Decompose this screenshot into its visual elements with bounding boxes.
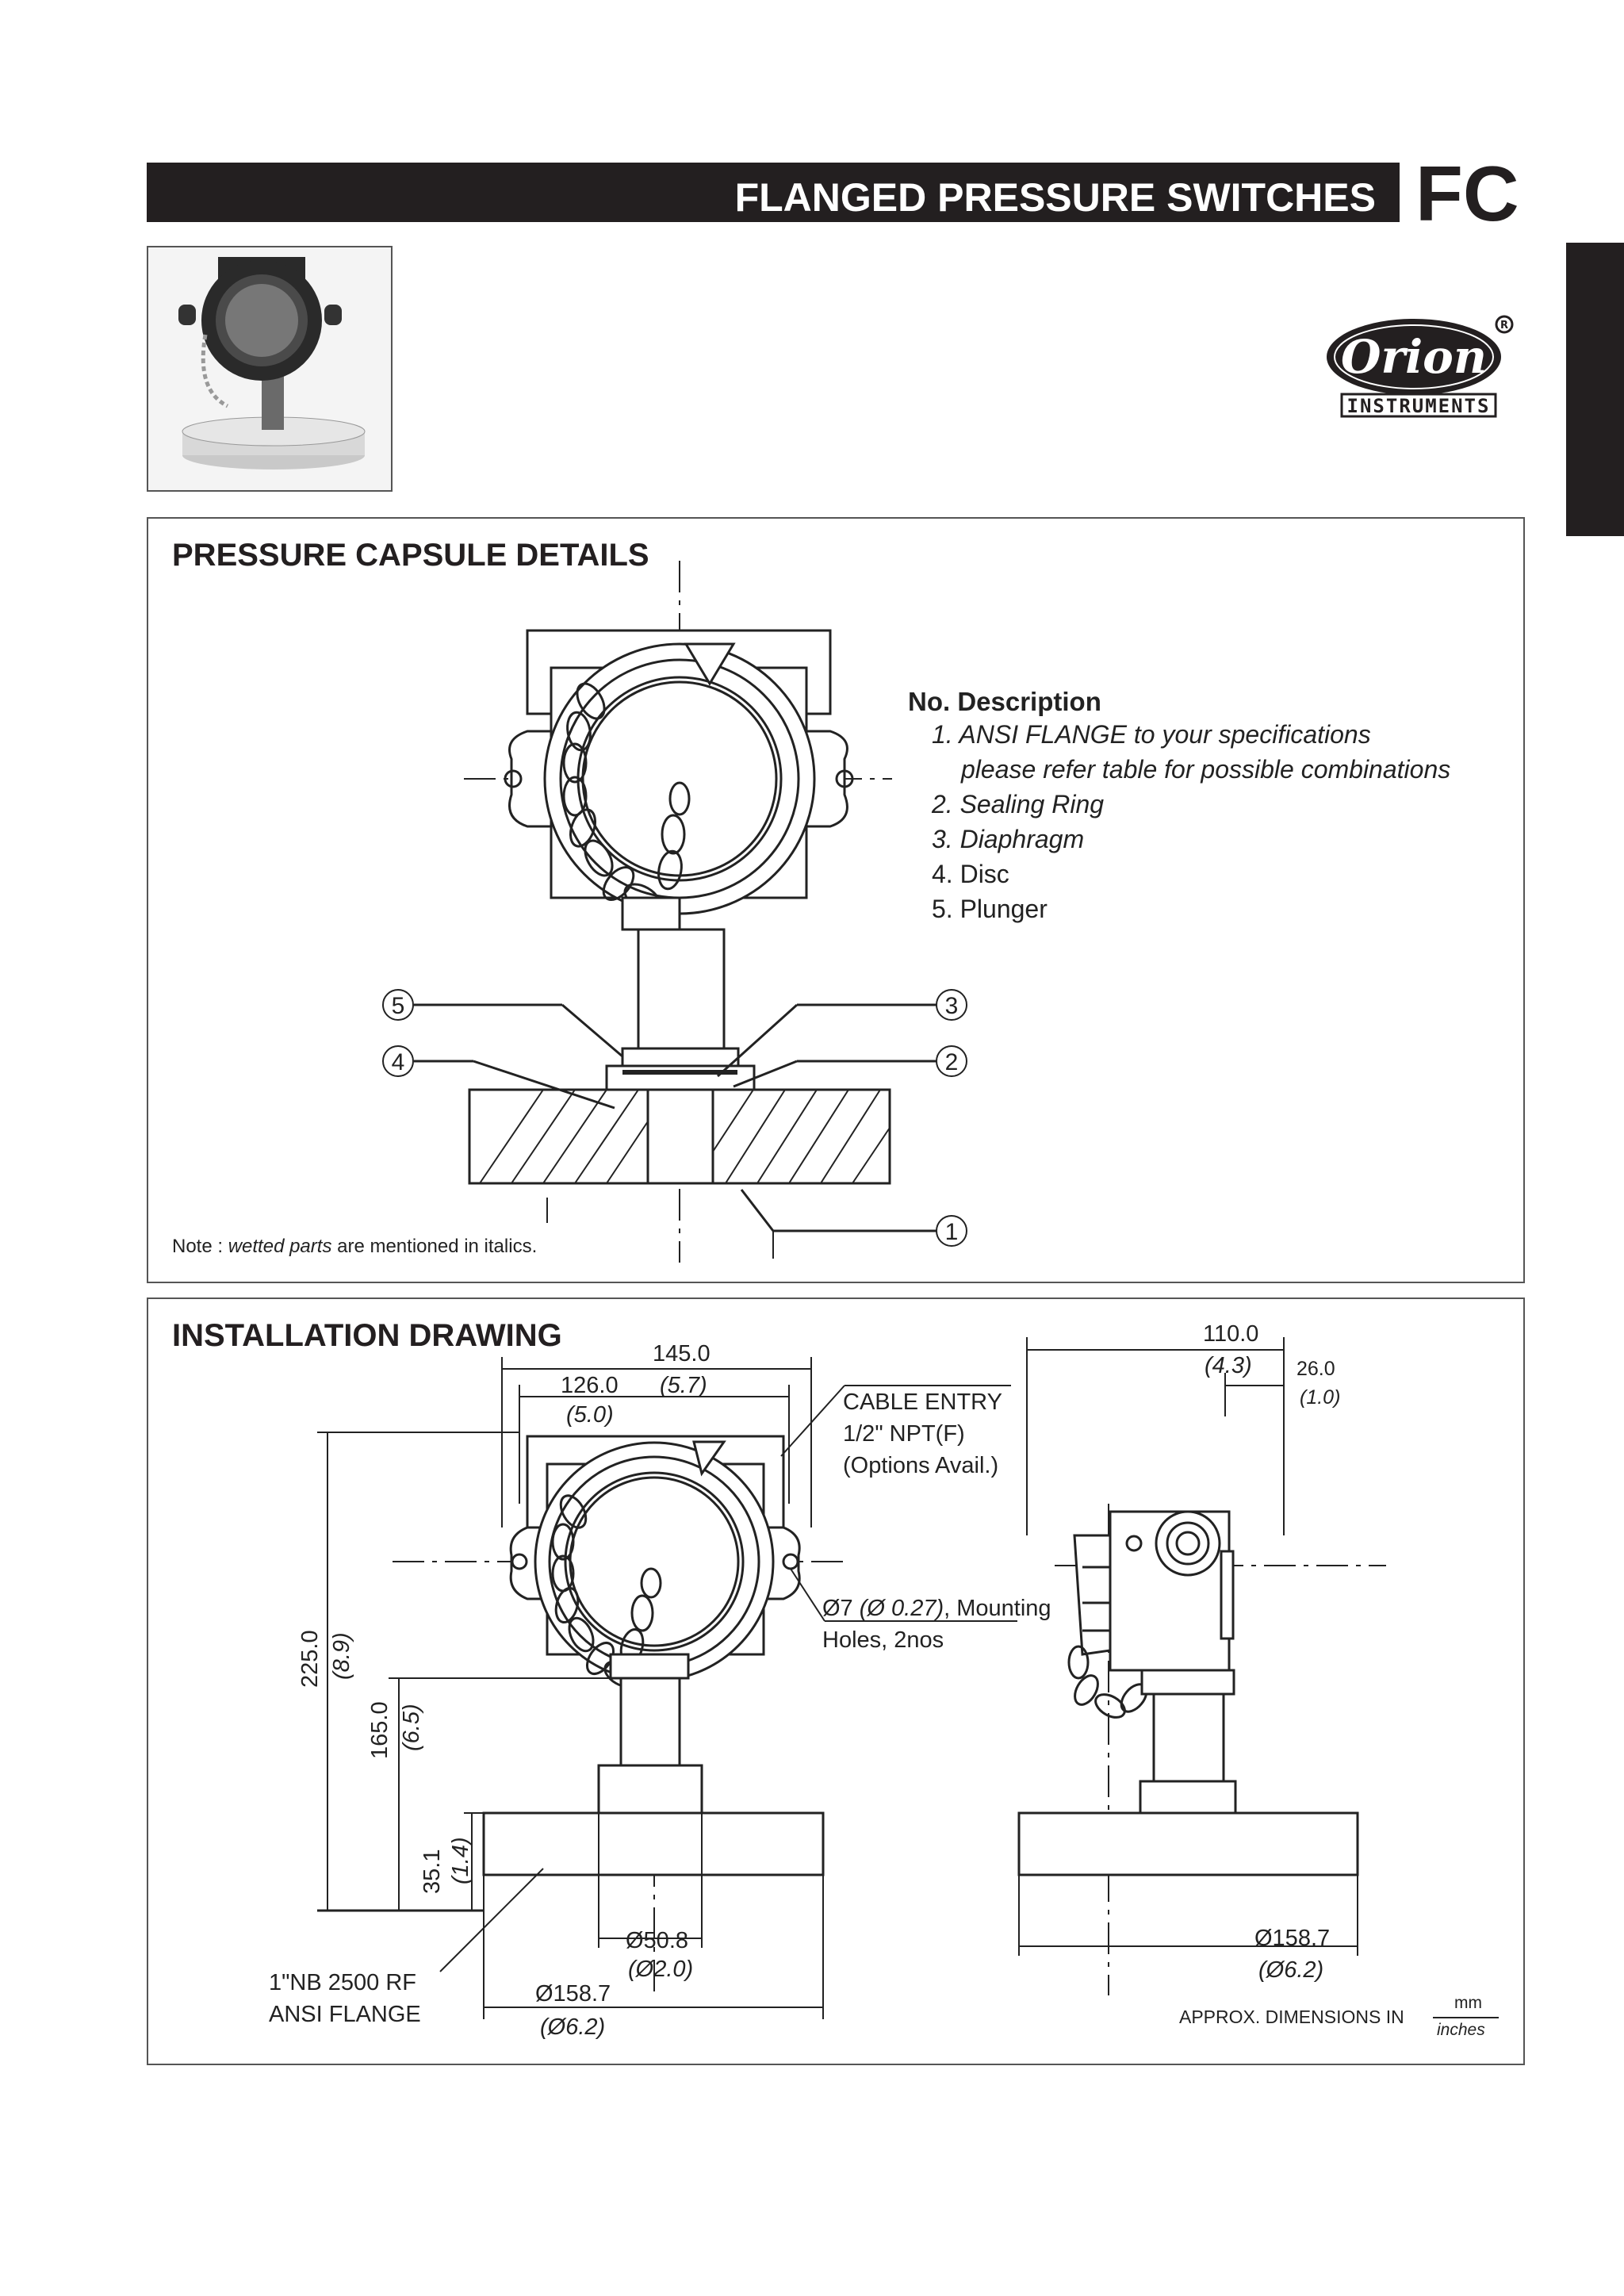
dim-height-35-in: (1.4) bbox=[448, 1837, 473, 1884]
install-title: INSTALLATION DRAWING bbox=[172, 1318, 562, 1353]
logo-sub: INSTRUMENTS bbox=[1347, 395, 1491, 417]
install-drawing bbox=[317, 1337, 1499, 2019]
dim-side-dia-158-in: (Ø6.2) bbox=[1258, 1957, 1324, 1983]
callout-4: 4 bbox=[382, 1045, 414, 1077]
dim-height-225: 225.0 bbox=[297, 1630, 323, 1688]
description-item-3: 3. Diaphragm bbox=[932, 825, 1085, 853]
product-photo-drawing bbox=[148, 247, 391, 490]
callout-1: 1 bbox=[936, 1215, 967, 1247]
callout-3-label: 3 bbox=[945, 993, 959, 1019]
logo-brand: Orion bbox=[1341, 330, 1487, 384]
dim-dia-158-in: (Ø6.2) bbox=[540, 2014, 606, 2040]
dim-dia-158: Ø158.7 bbox=[535, 1981, 611, 2007]
dim-height-35: 35.1 bbox=[419, 1849, 445, 1894]
dim-dia-50: Ø50.8 bbox=[626, 1928, 688, 1953]
install-panel: INSTALLATION DRAWING bbox=[147, 1297, 1525, 2065]
callout-5-label: 5 bbox=[392, 993, 405, 1019]
dim-width-145: 145.0 bbox=[653, 1341, 710, 1366]
dim-side-width-26-in: (1.0) bbox=[1300, 1386, 1341, 1409]
description-item-2: 2. Sealing Ring bbox=[932, 790, 1105, 818]
side-tab bbox=[1566, 243, 1624, 536]
dim-height-225-in: (8.9) bbox=[329, 1632, 354, 1680]
description-item-5: 5. Plunger bbox=[932, 895, 1048, 923]
svg-text:R: R bbox=[1500, 320, 1508, 332]
description-header: No. Description bbox=[908, 687, 1101, 716]
capsule-drawing bbox=[414, 561, 944, 1263]
description-item-1: 1. ANSI FLANGE to your specifications bbox=[932, 720, 1371, 749]
callout-2: 2 bbox=[936, 1045, 967, 1077]
callout-4-label: 4 bbox=[392, 1049, 405, 1075]
dim-width-126: 126.0 bbox=[561, 1373, 619, 1398]
unit-mm: mm bbox=[1454, 1994, 1482, 2012]
callout-5: 5 bbox=[382, 989, 414, 1021]
description-list: No. Description 1. ANSI FLANGE to your s… bbox=[908, 687, 1450, 926]
dim-dia-50-in: (Ø2.0) bbox=[628, 1957, 694, 1982]
callout-1-label: 1 bbox=[945, 1219, 959, 1245]
product-photo bbox=[147, 246, 393, 492]
description-item-1-cont: please refer table for possible combinat… bbox=[961, 755, 1451, 784]
header-title: FLANGED PRESSURE SWITCHES bbox=[734, 175, 1376, 220]
capsule-callouts: 5 4 3 2 1 bbox=[382, 989, 967, 1247]
orion-logo: Orion R INSTRUMENTS bbox=[1320, 313, 1519, 424]
wetted-parts-note: Note : wetted parts are mentioned in ita… bbox=[172, 1236, 538, 1257]
capsule-title: PRESSURE CAPSULE DETAILS bbox=[172, 538, 649, 573]
dim-height-165-in: (6.5) bbox=[399, 1704, 424, 1751]
cable-entry-label: CABLE ENTRY 1/2" NPT(F) (Options Avail.) bbox=[843, 1389, 1002, 1478]
dim-height-165: 165.0 bbox=[367, 1701, 393, 1759]
dim-side-width-110-in: (4.3) bbox=[1205, 1353, 1252, 1378]
callout-2-label: 2 bbox=[945, 1049, 959, 1075]
unit-inches: inches bbox=[1437, 2021, 1485, 2039]
dim-side-width-26: 26.0 bbox=[1297, 1358, 1335, 1380]
header-title-bar: FLANGED PRESSURE SWITCHES bbox=[147, 163, 1400, 222]
mounting-holes-label: Ø7 (Ø 0.27), Mounting Holes, 2nos bbox=[822, 1596, 1051, 1653]
dim-side-dia-158: Ø158.7 bbox=[1254, 1926, 1331, 1951]
callout-3: 3 bbox=[936, 989, 967, 1021]
description-item-4: 4. Disc bbox=[932, 860, 1009, 888]
orion-logo-graphic: Orion R INSTRUMENTS bbox=[1327, 315, 1514, 418]
dim-width-145-in: (5.7) bbox=[660, 1373, 707, 1398]
dim-width-126-in: (5.0) bbox=[566, 1402, 614, 1428]
approx-dimensions-note: APPROX. DIMENSIONS IN bbox=[1179, 2007, 1404, 2027]
capsule-panel: PRESSURE CAPSULE DETAILS bbox=[147, 517, 1525, 1283]
dim-side-width-110: 110.0 bbox=[1203, 1321, 1259, 1347]
flange-label: 1"NB 2500 RF ANSI FLANGE bbox=[269, 1970, 421, 2027]
series-code: FC bbox=[1415, 150, 1519, 237]
